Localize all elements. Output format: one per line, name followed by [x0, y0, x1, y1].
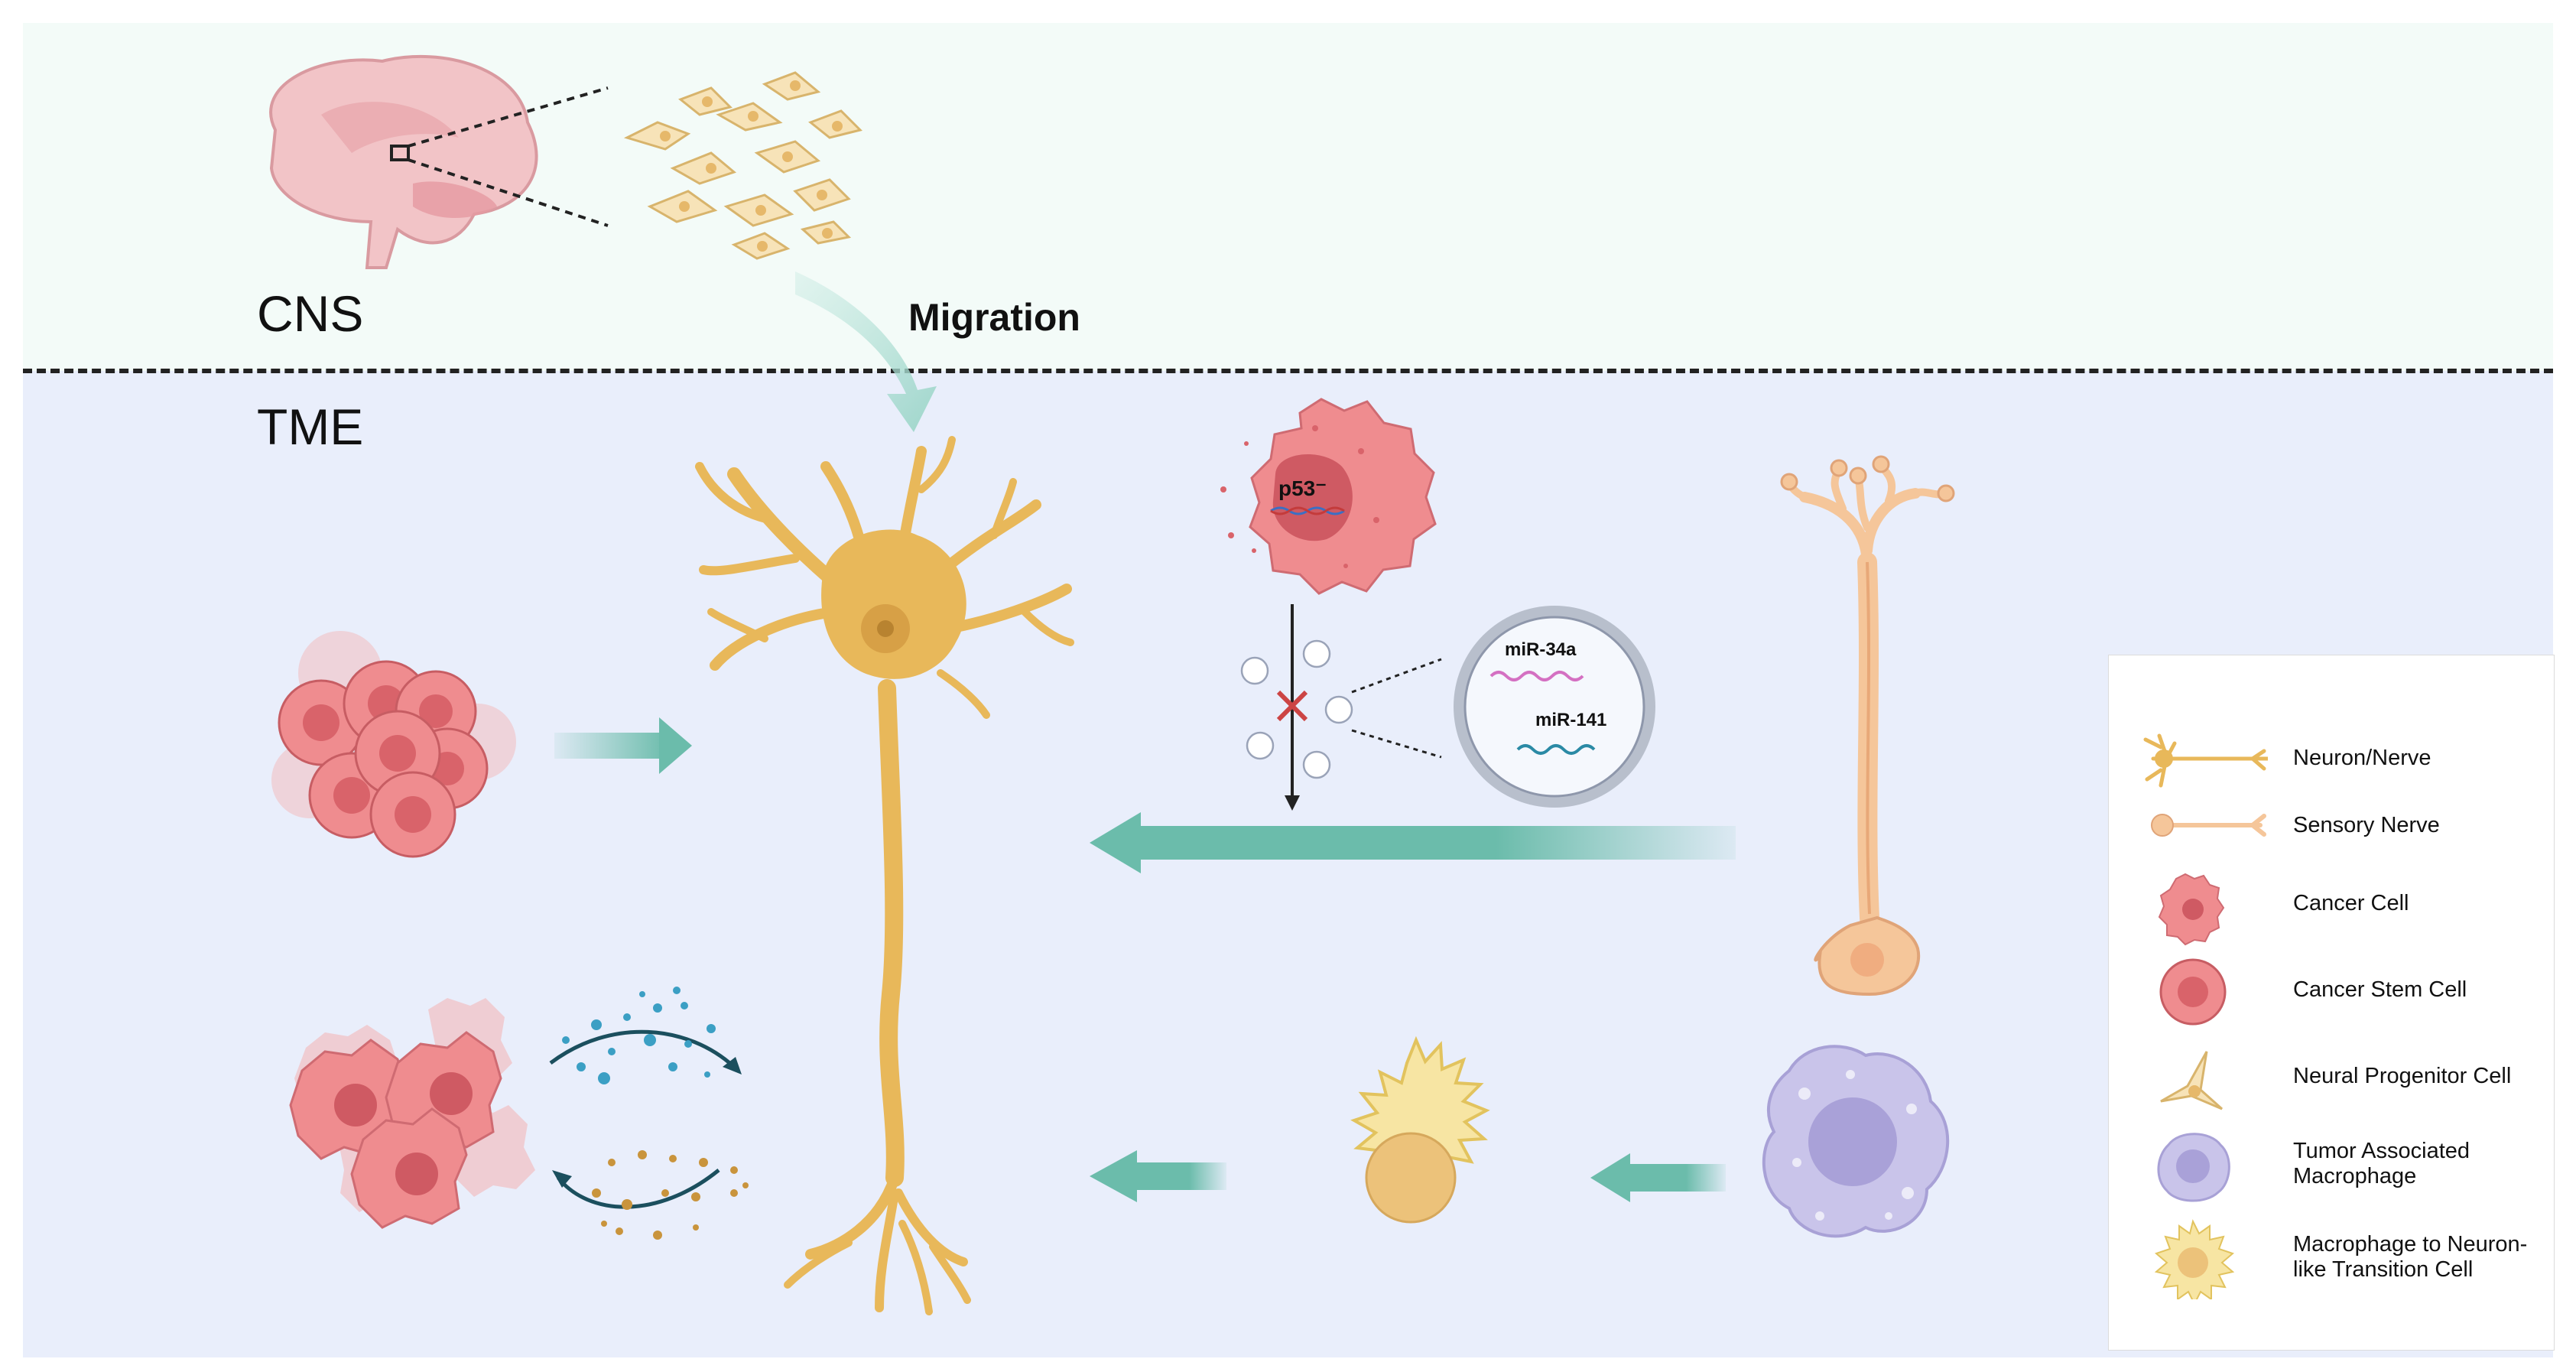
sensory-nerve-nucleus — [1850, 943, 1884, 977]
tumor-associated-macrophage-icon — [2157, 1133, 2230, 1202]
legend-label-sensory: Sensory Nerve — [2293, 813, 2440, 837]
neuron-icon — [2143, 733, 2268, 788]
cns-tme-divider — [23, 369, 2553, 373]
arrow-transition-to-cancer — [1090, 1150, 1226, 1202]
legend-label-stem: Cancer Stem Cell — [2293, 977, 2467, 1002]
cancer-cell-cluster — [289, 998, 535, 1229]
legend-item-neuron: Neuron/Nerve — [2109, 717, 2554, 801]
p53-cancer-cell — [1220, 398, 1437, 595]
exchange-arrow-upper — [549, 987, 742, 1084]
migration-label: Migration — [908, 296, 1080, 339]
p53-label: p53⁻ — [1278, 476, 1327, 500]
cancer-cell-icon — [2158, 873, 2225, 946]
legend-item-tam: Tumor Associated Macrophage — [2109, 1122, 2554, 1206]
cns-label: CNS — [257, 285, 364, 342]
legend-label-progenitor: Neural Progenitor Cell — [2293, 1064, 2512, 1088]
brain-icon — [269, 55, 538, 269]
mir-141-label: miR-141 — [1535, 710, 1607, 730]
legend: Neuron/Nerve Sensory Nerve Cancer Cell — [2108, 655, 2555, 1351]
transition-cell-icon — [2154, 1219, 2235, 1299]
migration-arrow — [795, 271, 937, 432]
cancer-stem-cell-icon — [2159, 958, 2227, 1026]
legend-item-cancer: Cancer Cell — [2109, 863, 2554, 948]
neuron-soma — [821, 529, 966, 679]
legend-item-progenitor: Neural Progenitor Cell — [2109, 1036, 2554, 1120]
zoom-line-top — [408, 86, 609, 148]
legend-label-cancer: Cancer Cell — [2293, 891, 2409, 915]
legend-label-transition: Macrophage to Neuron-like Transition Cel… — [2293, 1232, 2528, 1282]
zoom-line-bottom — [408, 158, 609, 227]
legend-label-neuron: Neuron/Nerve — [2293, 746, 2431, 770]
legend-item-sensory: Sensory Nerve — [2109, 785, 2554, 870]
sensory-nerve-icon — [2151, 814, 2266, 837]
zoom-line-exo-top — [1351, 658, 1442, 694]
exchange-arrow-lower — [552, 1150, 749, 1240]
transition-cell — [1350, 1036, 1490, 1224]
arrow-sensory-to-neuron — [1090, 812, 1736, 873]
legend-item-transition: Macrophage to Neuron-like Transition Cel… — [2109, 1215, 2554, 1299]
cancer-stem-cell-cluster — [271, 631, 516, 858]
blocked-exosome-arrow — [1240, 604, 1353, 811]
exosome-detail — [1454, 606, 1655, 808]
neural-progenitor-cell-icon — [2160, 1051, 2223, 1110]
legend-item-stem: Cancer Stem Cell — [2109, 950, 2554, 1034]
arrow-stem-to-neuron — [554, 717, 692, 774]
legend-label-tam: Tumor Associated Macrophage — [2293, 1139, 2470, 1188]
arrow-macrophage-to-transition — [1590, 1153, 1726, 1202]
zoom-line-exo-bottom — [1351, 729, 1442, 759]
tme-label: TME — [257, 398, 364, 455]
tumor-associated-macrophage — [1762, 1045, 1950, 1238]
mir-34a-label: miR-34a — [1505, 639, 1577, 660]
